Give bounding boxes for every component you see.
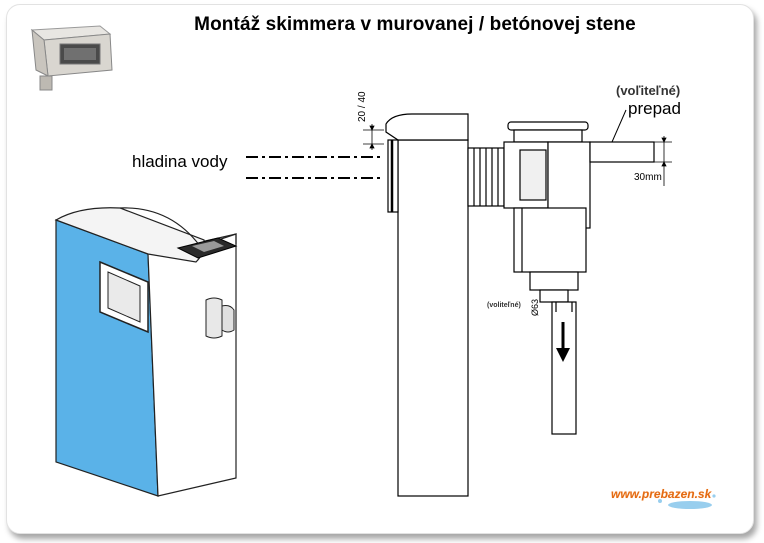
flow-arrow — [556, 322, 570, 362]
optional-outlet-label: (voliteľné) — [487, 302, 521, 309]
diagram-title: Montáž skimmera v murovanej / betónovej … — [194, 14, 636, 35]
pool-wall-3d — [54, 207, 238, 497]
skimmer-product-photo — [18, 14, 118, 94]
skimmer-section — [467, 121, 655, 435]
concrete-wall-section — [385, 113, 469, 497]
water-level-label: hladina vody — [132, 152, 228, 171]
overflow-label: prepad — [628, 99, 681, 118]
brand-logo: www.prebazen.sk — [611, 487, 712, 501]
water-level-lines — [246, 156, 384, 179]
overflow-dimension — [654, 136, 672, 186]
pipe-diameter-label: Ø63 — [530, 298, 540, 316]
overflow-leader — [611, 109, 627, 143]
brand-splash — [658, 494, 716, 509]
overflow-gap-label: 30mm — [634, 172, 662, 183]
depth-dimension — [363, 124, 384, 150]
depth-range-label: 20 / 40 — [357, 91, 368, 122]
optional-label: (voľiteľné) — [616, 83, 681, 98]
